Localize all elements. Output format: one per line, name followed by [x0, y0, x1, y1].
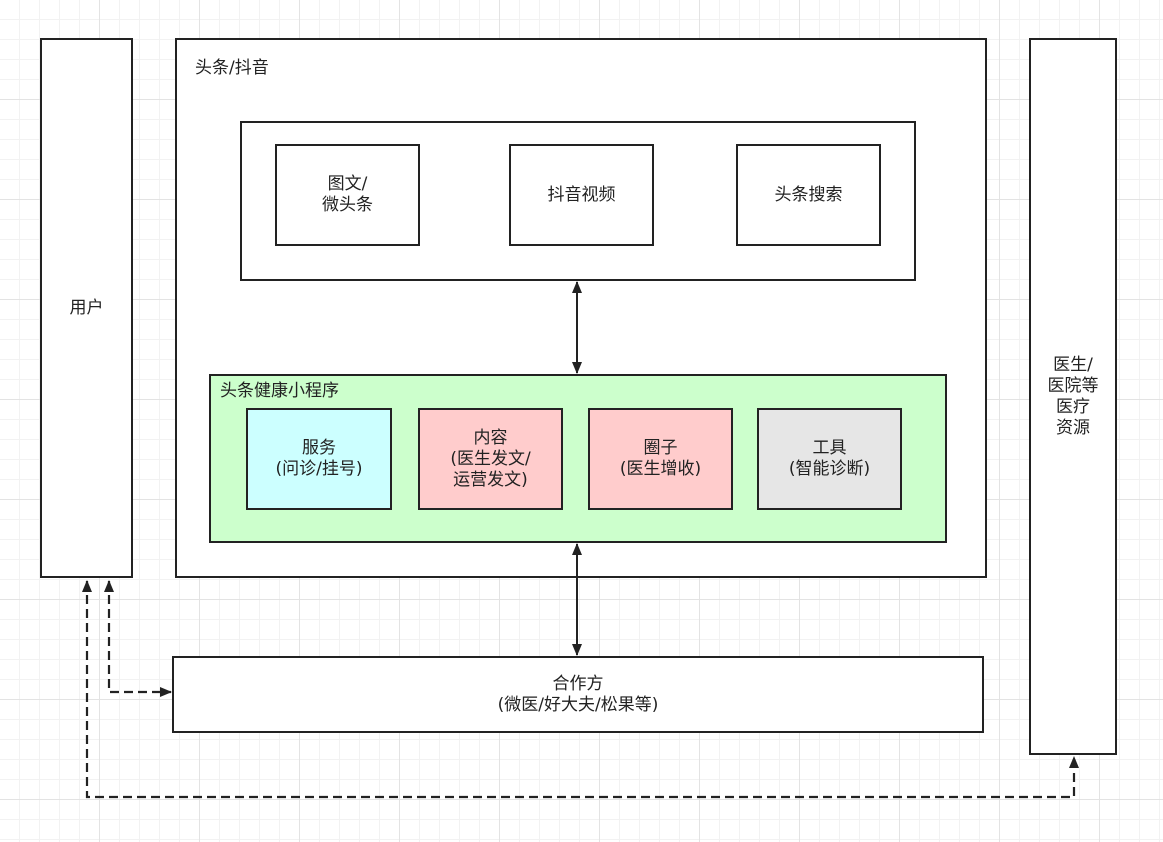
- channel-graphic-text-label: 图文/ 微头条: [322, 174, 373, 215]
- module-content[interactable]: 内容 (医生发文/ 运营发文): [418, 408, 563, 510]
- module-service-label: 服务 (问诊/挂号): [275, 438, 363, 479]
- platform-title: 头条/抖音: [195, 58, 269, 78]
- channel-toutiao-search[interactable]: 头条搜索: [736, 144, 881, 246]
- health-mini-program-title: 头条健康小程序: [220, 381, 339, 401]
- channel-toutiao-search-label: 头条搜索: [774, 184, 843, 205]
- module-content-label: 内容 (医生发文/ 运营发文): [450, 427, 531, 490]
- module-tools[interactable]: 工具 (智能诊断): [757, 408, 902, 510]
- medical-resources-label: 医生/ 医院等 医疗 资源: [1047, 354, 1099, 438]
- module-circle-label: 圈子 (医生增收): [619, 438, 702, 479]
- user-label: 用户: [69, 297, 104, 318]
- module-service[interactable]: 服务 (问诊/挂号): [246, 408, 392, 510]
- user-node[interactable]: 用户: [40, 38, 133, 578]
- module-tools-label: 工具 (智能诊断): [788, 438, 871, 479]
- channel-douyin-video[interactable]: 抖音视频: [509, 144, 654, 246]
- channel-graphic-text[interactable]: 图文/ 微头条: [275, 144, 420, 246]
- user-partner-dashed-connector: [104, 580, 172, 697]
- user-resources-dashed-connector: [82, 580, 1079, 799]
- module-circle[interactable]: 圈子 (医生增收): [588, 408, 733, 510]
- channel-douyin-video-label: 抖音视频: [547, 184, 616, 205]
